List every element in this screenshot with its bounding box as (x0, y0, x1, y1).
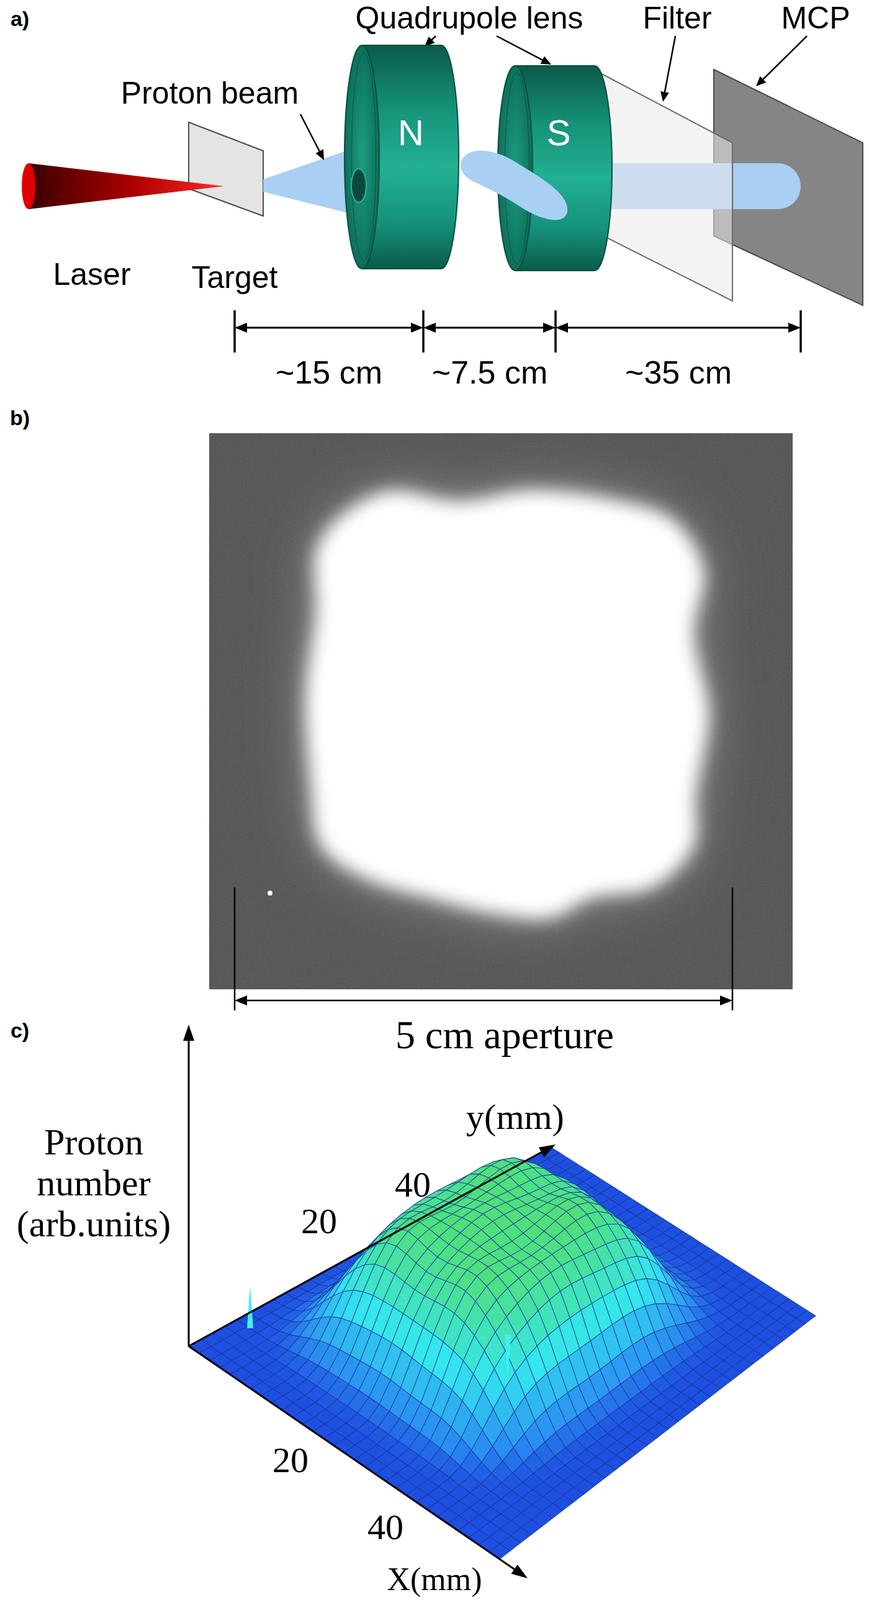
dimension-tick (554, 310, 557, 353)
dimension-line (430, 327, 549, 329)
quadrupole-lens: N (344, 45, 459, 269)
beam-spot-core (306, 490, 709, 919)
aperture-dimension (242, 999, 725, 1002)
setup-illustration (21, 36, 863, 353)
leader-line-head (756, 76, 766, 87)
leader-line (664, 36, 676, 95)
plot-axis (188, 1035, 190, 1347)
plot-axis-head (183, 1024, 195, 1041)
aperture-mark (234, 887, 236, 1011)
mcp-image (209, 433, 793, 990)
dimension-label: ~35 cm (625, 356, 732, 389)
noise-spike (504, 1334, 511, 1380)
aperture-mark (731, 887, 734, 1011)
panel-letter: a) (10, 8, 30, 30)
laser-cone (28, 163, 225, 210)
pole-label: N (397, 114, 424, 151)
beam-spot (306, 490, 709, 919)
leader-line-head (660, 91, 670, 102)
part-name: Laser (52, 258, 131, 290)
lens-rim (351, 53, 376, 262)
dimension-line-head (234, 322, 248, 333)
leader-line-head (540, 55, 552, 65)
proton-beam (460, 150, 568, 221)
proton-image-panel (209, 433, 793, 1011)
beam-spot-halo (306, 490, 709, 919)
plot-axis-head (538, 1144, 556, 1158)
part-name: MCP (780, 2, 850, 34)
tick-label: 20 (272, 1442, 309, 1479)
plot-axis (188, 1346, 519, 1573)
tick-label: 40 (394, 1166, 431, 1203)
dimension-line-head (555, 322, 568, 333)
lens-outline (344, 45, 459, 269)
lens-outline (497, 65, 613, 271)
surface-cell (489, 1544, 511, 1560)
leader-line (300, 114, 321, 154)
dimension-tick (422, 310, 425, 353)
target-foil (188, 122, 264, 217)
noise-spike (247, 1286, 254, 1329)
part-name: Filter (642, 2, 712, 34)
plot-axis (188, 1150, 546, 1347)
aperture-dimension-head (720, 995, 733, 1006)
dimension-label: ~15 cm (275, 356, 383, 389)
lens-bore (351, 168, 367, 203)
dimension-line (562, 327, 794, 329)
quadrupole-lens: S (497, 65, 613, 271)
panel-letter: b) (9, 407, 30, 429)
dimension-line-head (423, 322, 436, 333)
laser-aperture (21, 163, 36, 210)
filter-foil (593, 69, 733, 302)
image-noise (209, 433, 793, 990)
aperture-dimension-head (234, 995, 248, 1006)
bright-pixel (267, 890, 273, 896)
tick-label: 40 (367, 1509, 404, 1546)
part-name: Target (191, 261, 279, 293)
dimension-tick (233, 310, 236, 353)
dimension-line-head (543, 322, 556, 333)
dimension-tick (799, 310, 802, 353)
axis-title: X(mm) (386, 1563, 482, 1596)
tick-label: 20 (301, 1203, 338, 1240)
proton-beam (263, 147, 356, 215)
dimension-line-head (788, 322, 801, 333)
leader-line-head (315, 149, 325, 161)
part-name: Proton beam (121, 77, 299, 109)
lens-face (344, 45, 380, 269)
panel-letter: c) (10, 1019, 30, 1041)
dimension-line (242, 327, 416, 329)
dimension-label: 5 cm aperture (395, 1015, 614, 1056)
leader-line (496, 36, 545, 62)
plot-axis-head (510, 1564, 528, 1579)
dimension-line-head (410, 322, 424, 333)
axis-title: Proton number (arb.units) (3, 1121, 184, 1245)
pole-label: S (546, 114, 572, 151)
surface-plot (183, 1024, 816, 1579)
part-name: Quadrupole lens (355, 2, 584, 34)
axis-title: y(mm) (466, 1099, 565, 1136)
dimension-label: ~7.5 cm (432, 356, 548, 389)
leader-line (760, 36, 807, 82)
